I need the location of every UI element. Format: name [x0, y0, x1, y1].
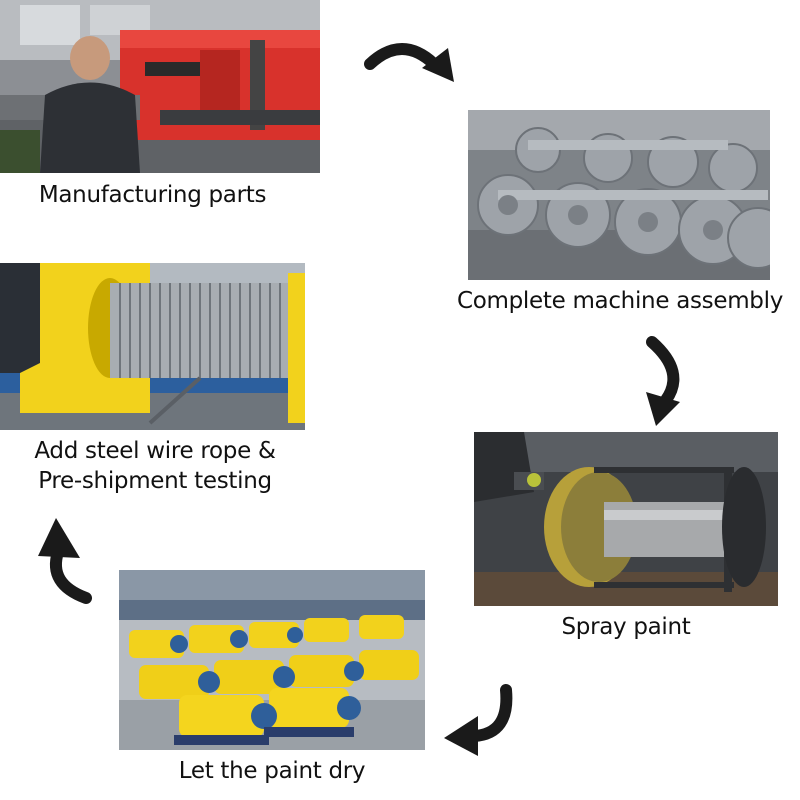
- photo-complete-machine-assembly: [468, 110, 770, 280]
- caption-line-2: Pre-shipment testing: [38, 468, 272, 494]
- photo-let-the-paint-dry: [119, 570, 425, 750]
- curved-arrow-icon: [646, 336, 680, 426]
- photo-manufacturing-parts: [0, 0, 320, 173]
- caption-spray-paint: Spray paint: [561, 614, 691, 640]
- curved-arrow-icon: [38, 518, 92, 604]
- caption-let-the-paint-dry: Let the paint dry: [178, 758, 366, 784]
- photo-add-steel-wire-rope: [0, 263, 305, 430]
- caption-complete-machine-assembly: Complete machine assembly: [456, 288, 784, 314]
- curved-arrow-icon: [444, 684, 513, 756]
- photo-spray-paint: [474, 432, 778, 606]
- caption-add-steel-wire-rope: Add steel wire rope & Pre-shipment testi…: [0, 436, 310, 496]
- caption-line-1: Add steel wire rope &: [34, 438, 276, 464]
- caption-manufacturing-parts: Manufacturing parts: [38, 182, 267, 208]
- curved-arrow-icon: [364, 43, 454, 82]
